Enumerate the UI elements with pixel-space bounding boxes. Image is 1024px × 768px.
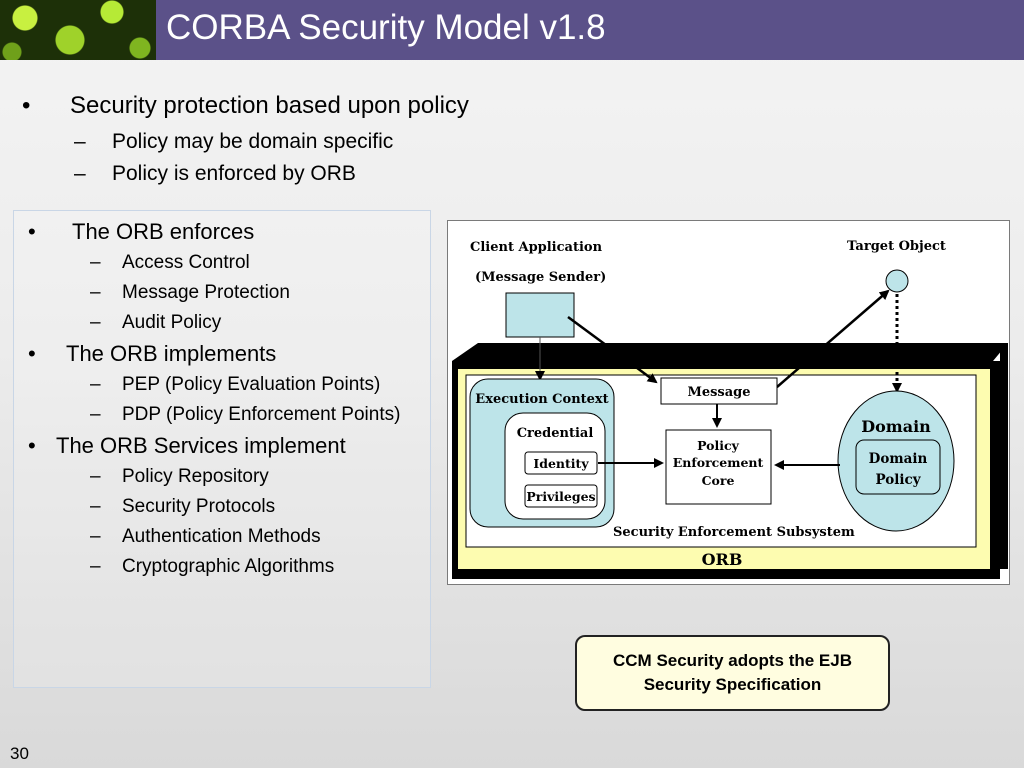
client-application-label: Client Application [470,240,603,255]
dash-icon: – [90,404,101,425]
dash-icon: – [90,374,101,395]
sub-bullet-text: Security Protocols [122,496,276,517]
sub-bullet-text: Access Control [122,252,250,273]
dash-icon: – [74,162,86,185]
sub-bullet-text: Authentication Methods [122,526,321,547]
sub-bullet-item: – Policy is enforced by ORB [74,162,469,186]
dash-icon: – [90,496,101,517]
policy-core-line: Enforcement [673,455,764,470]
target-object-label: Target Object [847,239,946,254]
callout-line: CCM Security adopts the EJB [613,651,852,670]
sub-bullet-item: –Cryptographic Algorithms [90,555,428,578]
sub-bullet-text: PDP (Policy Enforcement Points) [122,404,401,425]
page-number: 30 [10,744,29,763]
sub-bullet-text: Policy Repository [122,466,269,487]
bullet-item: • The ORB implements [28,341,428,367]
sub-bullet-item: –PDP (Policy Enforcement Points) [90,403,428,426]
bullet-text: The ORB enforces [72,219,255,244]
target-object-icon [885,269,909,293]
dash-icon: – [90,526,101,547]
policy-enforcement-core [665,429,772,505]
bullet-icon: • [28,433,36,458]
dash-icon: – [74,130,86,153]
dash-icon: – [90,556,101,577]
bullet-text: The ORB implements [66,341,277,366]
dash-icon: – [90,466,101,487]
title-bar: CORBA Security Model v1.8 [0,0,1024,60]
domain-policy-box [855,439,941,495]
identity-label: Identity [533,456,589,471]
orb-label: ORB [702,550,743,569]
sub-bullet-item: –Security Protocols [90,495,428,518]
top-bullet-list: • Security protection based upon policy … [22,92,469,194]
orb-frame-top [452,343,1008,361]
dash-icon: – [90,312,101,333]
sub-bullet-item: –PEP (Policy Evaluation Points) [90,373,428,396]
bullet-text: The ORB Services implement [56,433,346,458]
identity-box [524,451,598,475]
bullet-text: Security protection based upon policy [70,92,469,119]
sub-bullet-text: PEP (Policy Evaluation Points) [122,374,381,395]
security-model-diagram: ORB Security Enforcement Subsystem Clien… [447,220,1010,585]
orb-features-box: • The ORB enforces –Access Control –Mess… [13,210,431,688]
message-label: Message [687,385,750,400]
sub-bullet-text: Policy may be domain specific [112,130,394,153]
bullet-item: • The ORB enforces [28,219,428,245]
bullet-icon: • [22,92,31,119]
subsystem-label: Security Enforcement Subsystem [613,525,855,540]
bullet-icon: • [28,219,36,244]
execution-context-label: Execution Context [475,392,608,407]
policy-core-line: Policy [697,438,740,453]
send-arrow [567,315,658,384]
bullet-icon: • [28,341,36,366]
sub-bullet-text: Policy is enforced by ORB [112,162,356,185]
client-box [505,292,575,338]
sub-bullet-item: –Access Control [90,251,428,274]
sub-bullet-item: –Policy Repository [90,465,428,488]
sub-bullet-text: Audit Policy [122,312,222,333]
header-decorative-image [0,0,156,60]
sub-bullet-item: –Authentication Methods [90,525,428,548]
credential-label: Credential [517,426,594,441]
bullet-item: • The ORB Services implement [28,433,428,459]
domain-label: Domain [861,417,931,436]
domain-policy-line: Domain [869,451,928,467]
deliver-arrow [776,289,890,388]
sub-bullet-item: –Audit Policy [90,311,428,334]
sub-bullet-text: Message Protection [122,282,290,303]
message-sender-label: (Message Sender) [475,270,606,285]
slide-title: CORBA Security Model v1.8 [166,8,606,47]
sub-bullet-item: – Policy may be domain specific [74,130,469,154]
privileges-box [524,484,598,508]
policy-core-line: Core [702,473,735,488]
bullet-item: • Security protection based upon policy [22,92,469,120]
dash-icon: – [90,282,101,303]
domain-policy-line: Policy [875,472,921,488]
privileges-label: Privileges [526,489,595,504]
dash-icon: – [90,252,101,273]
message-box [660,377,778,405]
sub-bullet-item: –Message Protection [90,281,428,304]
sub-bullet-text: Cryptographic Algorithms [122,556,335,577]
ccm-callout: CCM Security adopts the EJB Security Spe… [575,635,890,711]
callout-line: Security Specification [643,675,822,694]
